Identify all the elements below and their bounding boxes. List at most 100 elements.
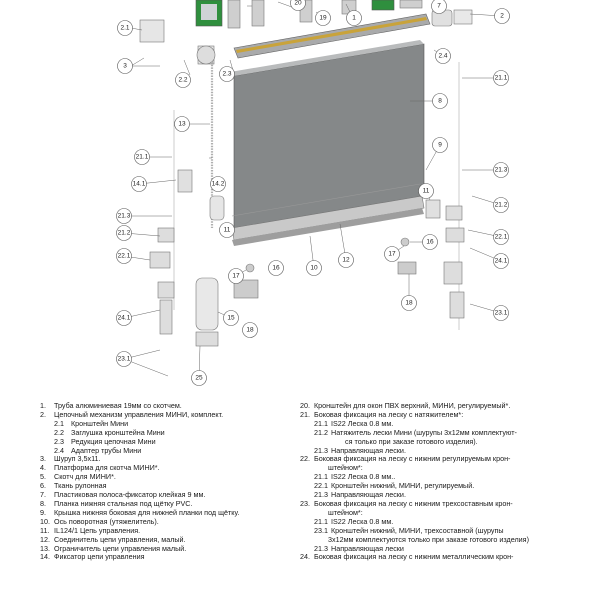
svg-text:11: 11 — [224, 227, 231, 234]
legend-item: 9. Крышка нижняя боковая для нижней планк… — [40, 507, 288, 518]
legend-item-text: Адаптер трубы Мини — [71, 445, 142, 455]
legend-item-text: штейном*: — [328, 507, 363, 517]
svg-text:21.2: 21.2 — [495, 202, 508, 209]
svg-text:15: 15 — [227, 315, 235, 322]
callout-11: 13 — [174, 116, 190, 132]
callout-17-left: 17 — [228, 268, 244, 284]
legend-item-text: Заглушка кронштейна Мини — [71, 427, 165, 437]
svg-text:22.1: 22.1 — [118, 253, 131, 260]
parts-legend-left: 1. Труба алюминиевая 19мм со скотчем. 2. Це… — [40, 401, 288, 562]
legend-item: 14.Фиксатор цепи управления — [40, 553, 288, 562]
svg-text:12: 12 — [342, 257, 350, 264]
svg-text:3: 3 — [123, 63, 127, 70]
callout-18-right: 18 — [401, 295, 417, 311]
callout-16-right: 16 — [422, 234, 438, 250]
callout-14-2: 14.2 — [210, 176, 226, 192]
legend-item-text: Цепочный механизм управления МИНИ, компл… — [54, 409, 224, 419]
legend-item-text: IL124/1 Цепь управления. — [54, 525, 141, 535]
legend-item-text: IS22 Леска 0.8 мм. — [331, 418, 394, 428]
legend-item: 4.Платформа для скотча МИНИ*. — [40, 463, 288, 473]
svg-text:18: 18 — [405, 300, 413, 307]
svg-text:2.2: 2.2 — [178, 77, 187, 84]
legend-item-number: 23. — [300, 498, 310, 508]
legend-item-text: Крышка нижняя боковая для нижней планки … — [54, 507, 240, 517]
svg-text:2.4: 2.4 — [438, 53, 447, 60]
legend-item-number: 14. — [40, 552, 50, 562]
legend-item: 13.Ограничитель цепи управления малый. — [40, 543, 288, 554]
svg-text:13: 13 — [178, 121, 186, 128]
callout-17-right: 17 — [384, 246, 400, 262]
svg-text:1: 1 — [352, 15, 356, 22]
legend-item-text: Планка нижняя стальная под щётку PVC. — [54, 498, 193, 508]
callout-8: 10 — [306, 260, 322, 276]
legend-item-number: 6. — [40, 481, 46, 491]
legend-item: 11.IL124/1 Цепь управления. — [40, 525, 288, 536]
legend-item-text: Ограничитель цепи управления малый. — [54, 543, 187, 553]
legend-item: 23.Боковая фиксация на леску с нижним тр… — [300, 498, 568, 509]
callout-6: 8 — [432, 93, 448, 109]
legend-item-number: 2.1 — [54, 418, 64, 428]
callout-2: 2 — [494, 8, 510, 24]
callout-24-1-left: 24.1 — [116, 310, 132, 326]
callout-19: 19 — [315, 10, 331, 26]
legend-item-number: 2. — [40, 409, 46, 419]
svg-text:16: 16 — [426, 239, 434, 246]
svg-text:8: 8 — [438, 98, 442, 105]
legend-item-number: 1. — [40, 401, 46, 410]
svg-text:9: 9 — [438, 142, 442, 149]
legend-item-number: 21.3 — [314, 445, 328, 455]
legend-item-text: Натяжитель лески Мини (шурупы 3х12мм ком… — [331, 427, 517, 437]
legend-item-text: Ось поворотная (утяжелитель). — [54, 516, 159, 526]
legend-item-text: ся только при заказе готового изделия). — [345, 436, 478, 446]
legend-item-number: 3. — [40, 454, 46, 464]
legend-item-text: Боковая фиксация на леску с нижним метал… — [314, 552, 514, 562]
svg-text:16: 16 — [272, 265, 280, 272]
legend-item-number: 9. — [40, 507, 46, 517]
callout-9-left: 11 — [219, 222, 235, 238]
legend-item-text: Кронштейн нижний, МИНИ, регулируемый. — [331, 481, 475, 491]
svg-text:24.1: 24.1 — [495, 258, 508, 265]
legend-item: 3х12мм комплектуются только при заказе г… — [300, 534, 568, 545]
legend-item: ся только при заказе готового изделия). — [300, 436, 568, 447]
svg-text:19: 19 — [319, 15, 327, 22]
legend-item-number: 23.1 — [314, 525, 328, 535]
legend-item: 7.Пластиковая полоса-фиксатор клейкая 9 … — [40, 490, 288, 500]
svg-text:24.1: 24.1 — [118, 315, 131, 322]
legend-item-number: 21.2 — [314, 427, 328, 437]
legend-item-text: 3х12мм комплектуются только при заказе г… — [328, 534, 529, 544]
callout-22-1-left: 22.1 — [116, 248, 132, 264]
legend-item: 8.Планка нижняя стальная под щётку PVC. — [40, 498, 288, 509]
callout-21-1-right: 21.1 — [493, 70, 509, 86]
legend-item: 20.Кронштейн для окон ПВХ верхний, МИНИ,… — [300, 401, 568, 411]
legend-item-text: Платформа для скотча МИНИ*. — [54, 463, 160, 473]
svg-text:22.1: 22.1 — [495, 234, 508, 241]
legend-item-number: 2.2 — [54, 427, 64, 437]
callout-5: 7 — [431, 0, 447, 14]
callout-2-3: 2.3 — [219, 66, 235, 82]
legend-item: 5.Скотч для МИНИ*. — [40, 472, 288, 482]
legend-item-number: 24. — [300, 552, 310, 562]
svg-text:2.3: 2.3 — [222, 71, 231, 78]
legend-item: 22.Боковая фиксация на леску с нижним ре… — [300, 455, 568, 464]
svg-text:7: 7 — [437, 3, 441, 10]
parts-illustration — [139, 0, 473, 347]
legend-item-text: Боковая фиксация на леску с нижним регул… — [314, 454, 511, 464]
legend-item-number: 22.1 — [314, 481, 328, 491]
svg-text:17: 17 — [232, 273, 240, 280]
legend-item-number: 21.3 — [314, 543, 328, 553]
legend-item-text: Соединитель цепи управления, малый. — [54, 534, 186, 544]
callout-2-4: 2.4 — [435, 48, 451, 64]
legend-item: 6.Ткань рулонная — [40, 481, 288, 491]
callout-24-1-right: 24.1 — [493, 253, 509, 269]
callout-3: 3 — [117, 58, 133, 74]
svg-text:23.1: 23.1 — [495, 310, 508, 317]
callout-23-1-right: 23.1 — [493, 305, 509, 321]
legend-item-text: Труба алюминиевая 19мм со скотчем. — [54, 401, 182, 410]
svg-text:14.1: 14.1 — [133, 181, 146, 188]
